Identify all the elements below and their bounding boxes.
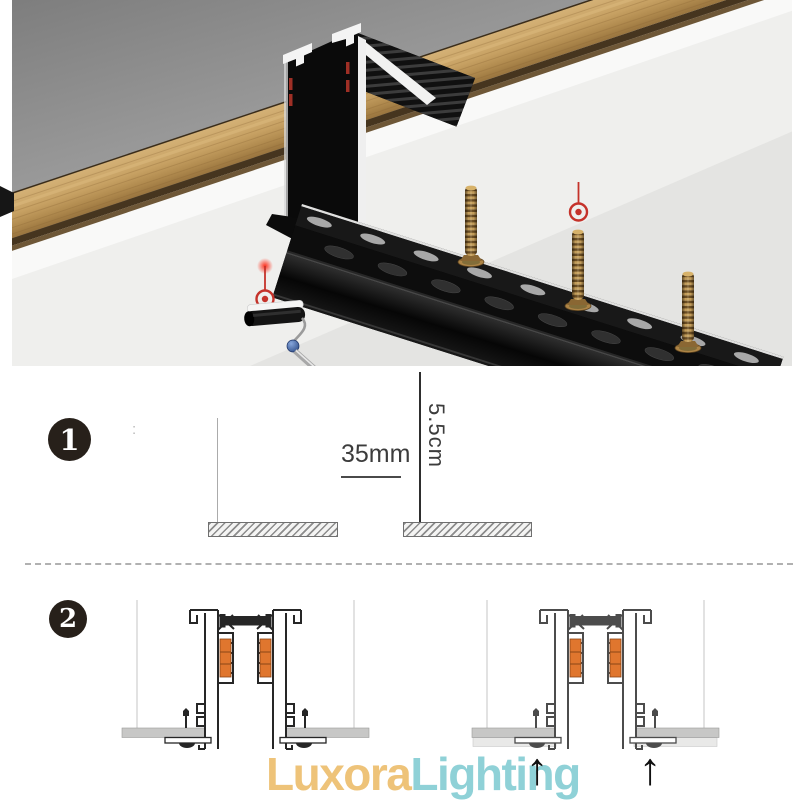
trim-panel: [472, 737, 718, 747]
dimension-depth-label: 5.5cm: [424, 403, 449, 468]
photo-left-margin: [0, 0, 12, 366]
dimension-width-label: 35mm: [341, 440, 410, 478]
hero-image: [0, 0, 800, 366]
width-reference-line: [217, 418, 218, 522]
brand-logo: LuxoraLighting: [266, 747, 581, 801]
grille-edge-highlight: [350, 36, 436, 105]
step-two-badge: 2: [49, 600, 87, 638]
photo-right-margin: [792, 0, 800, 366]
screw: [564, 229, 592, 312]
magnet-bar: [219, 614, 272, 628]
up-arrow-icon: ↑: [638, 743, 662, 794]
hero-render: [0, 0, 800, 366]
screw: [457, 185, 485, 268]
target-marker-icon: [568, 182, 589, 222]
up-arrow-icon: ↑: [525, 743, 549, 794]
beam-edge-notch: [0, 186, 14, 217]
brand-part-1: Luxora: [266, 748, 412, 800]
paint-roller: [244, 300, 316, 366]
target-marker-icon: [255, 258, 275, 309]
step-one-badge: 1: [48, 418, 91, 461]
hatched-profile-bar: [208, 522, 338, 537]
track-slot-row-lower: [324, 245, 728, 366]
cross-section-left: [121, 600, 370, 750]
cross-section-right: [471, 600, 720, 750]
step-one-note: :: [132, 421, 137, 438]
magnet-bar: [569, 614, 622, 628]
track-upright: [283, 23, 366, 237]
step-one-number: 1: [59, 422, 80, 457]
screw: [674, 271, 702, 354]
section-divider: [25, 563, 793, 565]
contact-strip: [289, 62, 350, 106]
hatched-profile-bar: [403, 522, 532, 537]
step-two-number: 2: [58, 604, 78, 634]
brand-part-2: Lighting: [410, 748, 581, 800]
depth-reference-line: [419, 372, 421, 522]
recessed-track: [272, 203, 784, 366]
